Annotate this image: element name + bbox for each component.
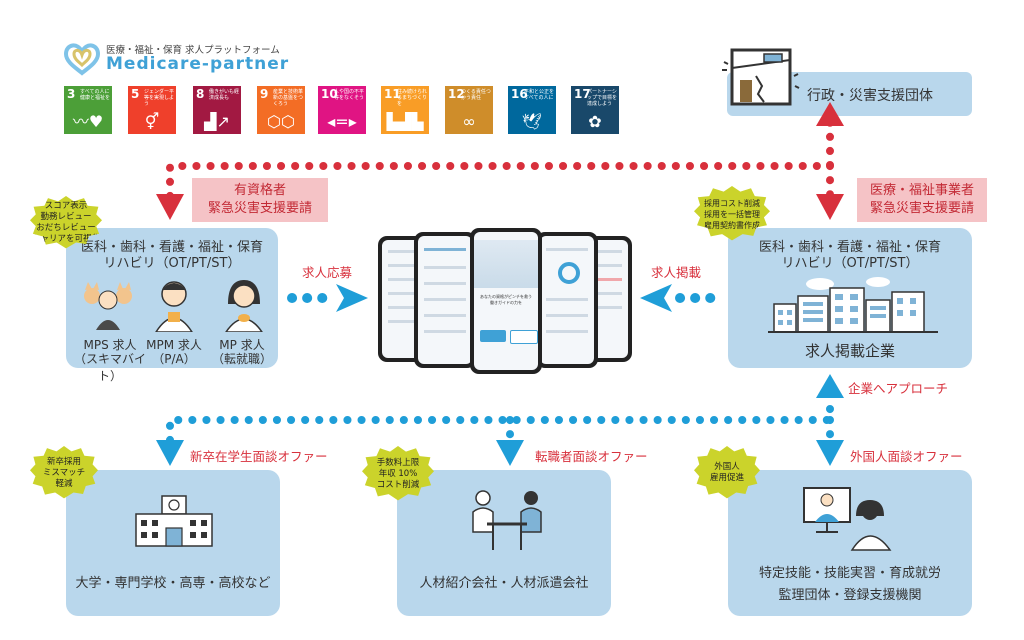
phone-button-secondary[interactable] (510, 330, 538, 344)
government-label: 行政・災害支援団体 (807, 88, 933, 104)
infinity-icon: ∞ (462, 112, 476, 131)
phone-right (536, 232, 598, 368)
blue-dotted-line (166, 392, 834, 444)
logo-name: Medicare-partner (106, 54, 290, 74)
blue-arrow-right-apply (336, 284, 368, 312)
red-dotted-line (166, 116, 834, 200)
mp-job-sub: （転就職） (211, 352, 272, 366)
company-title: 求人掲載企業 (804, 342, 895, 360)
agency-box: 人材紹介会社・人材派遣会社 (397, 470, 611, 616)
heartbeat-icon: 〰♥ (72, 112, 104, 131)
blue-arrow-left-post (640, 284, 672, 312)
foreign-label-2: 監理団体・登録支援機関 (778, 588, 922, 603)
growth-chart-icon: ▟↗ (204, 112, 230, 131)
cubes-icon: ⬡⬡ (267, 112, 295, 131)
collapsed-building-icon (722, 48, 800, 106)
career-worker-icon (225, 280, 263, 332)
company-box: 医科・歯科・看護・福祉・保育 リハビリ（OT/PT/ST） 求人掲載企業 (728, 228, 972, 368)
request-label-left: 有資格者緊急災害支援要請 (192, 178, 328, 222)
phone-left (414, 232, 476, 368)
job-seeker-box: 医科・歯科・看護・福祉・保育 リハビリ（OT/PT/ST） MPS 求人 （スキ… (66, 228, 278, 383)
video-interview-icon (803, 487, 892, 551)
dove-icon: 🕊 (521, 112, 543, 131)
mps-job-title: MPS 求人 (83, 338, 137, 352)
school-building-icon (135, 495, 213, 547)
request-label-right: 医療・福祉事業者緊急災害支援要請 (857, 178, 987, 222)
logo-tagline: 医療・福祉・保育 求人プラットフォーム (106, 45, 280, 56)
company-fields: 医科・歯科・看護・福祉・保育 (758, 240, 941, 255)
flower-icon: ✿ (588, 112, 602, 131)
phone-headline: あなたの資格がピンチを救う (480, 294, 532, 299)
interview-meeting-icon (472, 490, 542, 550)
red-arrow-down-left (156, 194, 184, 220)
agency-label: 人材紹介会社・人材派遣会社 (419, 576, 589, 591)
foreign-label-1: 特定技能・技能実習・育成就労 (758, 566, 941, 581)
phone-hero-image (474, 240, 538, 288)
city-icon: ▙▟▙ (386, 112, 424, 131)
job-seeker-fields: 医科・歯科・看護・福祉・保育 (80, 240, 263, 255)
blue-arrow-up-approach (816, 374, 844, 398)
mp-job-title: MP 求人 (219, 338, 265, 352)
mpm-job-sub: （P/A） (152, 352, 196, 366)
approach-label: 企業へアプローチ (848, 381, 949, 396)
red-arrow-down-right (816, 194, 844, 220)
logo: 医療・福祉・保育 求人プラットフォーム Medicare-partner (62, 38, 292, 78)
school-box: 大学・専門学校・高専・高校など (66, 470, 280, 616)
mps-job-sub: （スキマバイト） (73, 352, 146, 383)
phone-button-primary[interactable] (480, 330, 506, 342)
school-label: 大学・専門学校・高専・高校など (75, 576, 271, 591)
agency-offer-label: 転職者面談オファー (535, 449, 648, 464)
blue-arrow-down-agency (496, 440, 524, 466)
cat-worker-icon (84, 282, 132, 330)
phone-subline: 働きガイドの力を (490, 300, 522, 305)
job-seeker-rehab: リハビリ（OT/PT/ST） (103, 256, 241, 271)
blue-arrow-down-school (156, 440, 184, 466)
blue-arrow-down-foreign (816, 440, 844, 466)
foreign-offer-label: 外国人面談オファー (850, 449, 963, 464)
foreign-box: 特定技能・技能実習・育成就労 監理団体・登録支援機関 (728, 470, 972, 616)
mpm-job-title: MPM 求人 (146, 338, 202, 352)
post-label: 求人掲載 (651, 265, 702, 280)
part-time-worker-icon (155, 281, 193, 332)
apply-label: 求人応募 (302, 265, 353, 280)
red-arrow-up-gov (816, 102, 844, 126)
school-offer-label: 新卒在学生面談オファー (190, 449, 328, 464)
company-rehab: リハビリ（OT/PT/ST） (781, 256, 919, 271)
gender-icon: ⚥ (144, 112, 160, 131)
equality-icon: ◂=▸ (327, 112, 357, 131)
city-buildings-icon (768, 277, 938, 333)
phone-center: あなたの資格がピンチを救う 働きガイドの力を (470, 228, 542, 374)
logo-mark-icon (63, 43, 101, 76)
